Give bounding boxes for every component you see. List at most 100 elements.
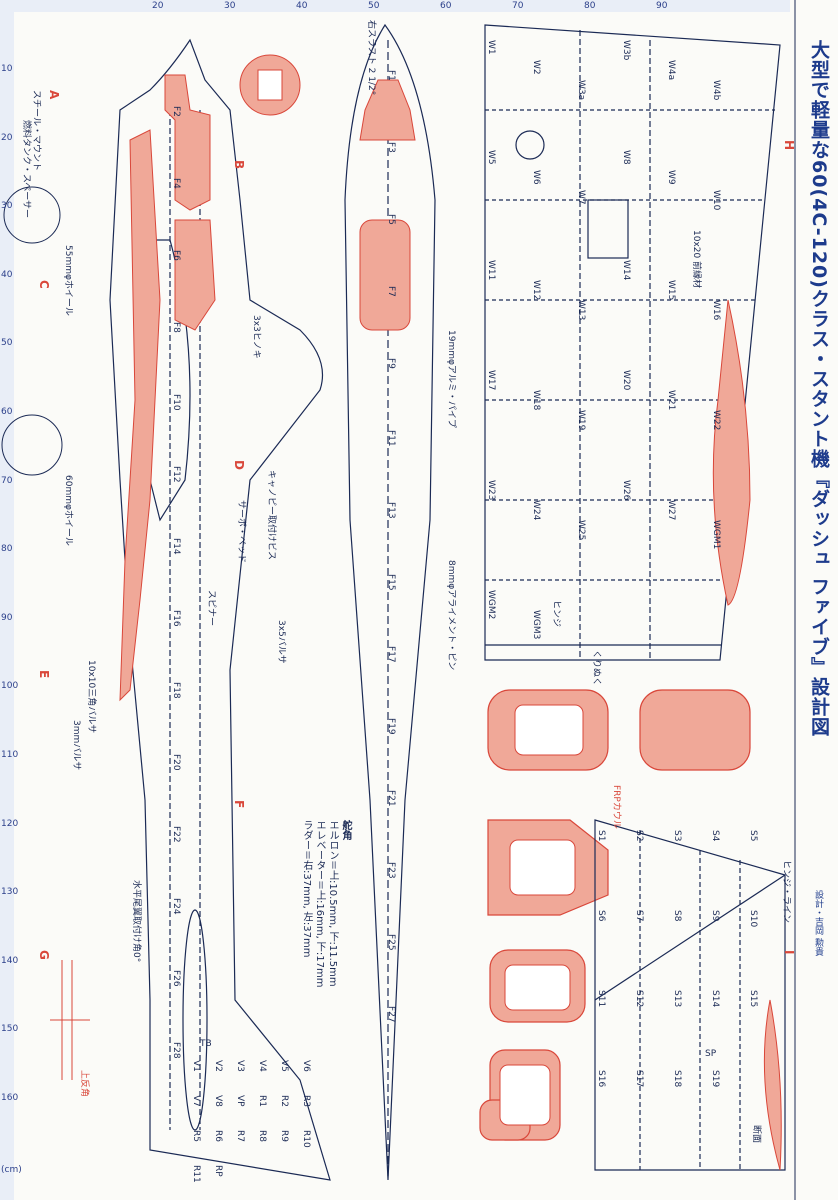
fuselage-top-view bbox=[344, 23, 436, 1181]
control-throw-note: 舵角 エルロン＝上:10.5mm, 下:11.5mm エレベーター＝上:16mm… bbox=[300, 820, 352, 988]
former-label: F19 bbox=[386, 718, 396, 735]
wheel-60-outline bbox=[1, 414, 63, 476]
label-hinge: ヒンジ bbox=[551, 600, 561, 628]
wing-rib-label: W22 bbox=[711, 410, 721, 431]
section-marker: F bbox=[232, 800, 246, 809]
wing-rib-label: W3b bbox=[621, 40, 631, 61]
former-label: F24 bbox=[171, 898, 181, 915]
former-label: F6 bbox=[171, 250, 181, 261]
wing-rib-label: W9 bbox=[666, 170, 676, 185]
former-label: F10 bbox=[171, 394, 181, 411]
tail-part-label: V2 bbox=[213, 1060, 223, 1072]
left-ruler-tick: 150 bbox=[1, 1024, 19, 1035]
label-ply: 3x3ヒノキ bbox=[251, 315, 261, 359]
section-marker: B bbox=[232, 160, 246, 170]
section-marker: C bbox=[37, 280, 51, 289]
wing-rib-label: W10 bbox=[711, 190, 721, 211]
wing-rib-label: W25 bbox=[576, 520, 586, 541]
top-ruler-tick: 20 bbox=[152, 1, 164, 11]
label-wing-spar: 10x20 前縁材 bbox=[691, 230, 701, 289]
tail-part-label: V8 bbox=[213, 1095, 223, 1107]
stab-rib-label: S14 bbox=[710, 990, 720, 1008]
wing-rib-label: W3a bbox=[576, 80, 586, 101]
top-ruler-tick: 60 bbox=[440, 1, 452, 11]
top-ruler-tick: 80 bbox=[584, 1, 596, 11]
wing-rib-label: W5 bbox=[486, 150, 496, 165]
left-ruler-tick: 20 bbox=[1, 132, 13, 143]
tail-part-label: R9 bbox=[279, 1130, 289, 1142]
wing-rib-label: W4a bbox=[666, 60, 676, 81]
wing-rib-label: W20 bbox=[621, 370, 631, 391]
left-ruler-tick: 50 bbox=[1, 338, 13, 349]
stab-rib-label: S16 bbox=[596, 1070, 606, 1088]
left-ruler-tick: 130 bbox=[1, 887, 19, 898]
label-fuel-tank: 燃料タンク・スペーサー bbox=[21, 120, 31, 219]
wing-rib-label: W1 bbox=[486, 40, 496, 55]
section-marker: D bbox=[232, 460, 246, 470]
left-ruler-tick: 30 bbox=[1, 201, 13, 212]
left-ruler-tick: 90 bbox=[1, 612, 13, 623]
label-sp: SP bbox=[705, 1049, 717, 1059]
former-label: F15 bbox=[386, 574, 396, 591]
former-label: F14 bbox=[171, 538, 181, 555]
label-dowel: 8mmφアライメント・ピン bbox=[446, 560, 456, 671]
stab-rib-label: S7 bbox=[634, 910, 644, 922]
label-section-view: 断面 bbox=[751, 1125, 761, 1144]
note-elevator: エレベーター＝上:16mm, 下:17mm bbox=[314, 820, 325, 988]
tail-part-label: V3 bbox=[235, 1060, 245, 1072]
former-label: F1 bbox=[386, 70, 396, 81]
label-spinner: スピナー bbox=[206, 590, 216, 627]
wing-rib-label: WGM1 bbox=[711, 520, 721, 550]
section-marker: A bbox=[47, 90, 61, 100]
wing-rib-label: W6 bbox=[531, 170, 541, 185]
tail-part-label: R8 bbox=[257, 1130, 267, 1142]
top-ruler-tick: 90 bbox=[656, 1, 668, 11]
section-marker: I bbox=[782, 950, 796, 955]
label-hinge-line: ヒンジ・ライン bbox=[781, 860, 791, 924]
label-servo: サーボ・ベッド bbox=[236, 500, 246, 564]
left-ruler-tick: 160 bbox=[1, 1093, 19, 1103]
label-ali-pipe: 19mmφアルミ・パイプ bbox=[446, 330, 456, 428]
stab-rib-label: S5 bbox=[748, 830, 758, 842]
wing-rib-section bbox=[712, 299, 751, 606]
former-label: F28 bbox=[171, 1042, 181, 1059]
stab-rib-label: S6 bbox=[596, 910, 606, 922]
tail-part-label: R10 bbox=[301, 1130, 311, 1148]
stab-rib-label: S19 bbox=[710, 1070, 720, 1088]
wing-rib-label: W12 bbox=[531, 280, 541, 301]
section-marker: H bbox=[782, 140, 796, 151]
tail-part-label: R11 bbox=[191, 1165, 201, 1183]
note-heading: 舵角 bbox=[340, 820, 351, 840]
label-tail-note: 水平尾翼取付け角0° bbox=[131, 880, 141, 963]
former-label: F27 bbox=[386, 1006, 396, 1023]
stab-rib-label: S13 bbox=[672, 990, 682, 1008]
drawing-title: 大型で軽量な60(4C-120)クラス・スタント機『ダッシュ ファイブ』設計図 bbox=[808, 40, 830, 737]
top-ruler-tick: 50 bbox=[368, 1, 380, 11]
left-ruler bbox=[0, 0, 14, 1200]
top-ruler bbox=[0, 0, 790, 12]
stab-rib-label: S12 bbox=[634, 990, 644, 1008]
stab-rib-label: S11 bbox=[596, 990, 606, 1008]
left-ruler-tick: 60 bbox=[1, 407, 13, 417]
wing-rib-label: W14 bbox=[621, 260, 631, 281]
label-thrust: 右スラスト 2 1/2° bbox=[366, 20, 376, 96]
wing-rib-label: W27 bbox=[666, 500, 676, 521]
tail-part-label: R3 bbox=[301, 1095, 311, 1107]
stab-rib-label: S10 bbox=[748, 910, 758, 928]
wing-rib-label: W13 bbox=[576, 300, 586, 321]
fuselage-side-red-parts bbox=[119, 74, 216, 702]
left-ruler-tick: 70 bbox=[1, 475, 13, 486]
stab-rib-label: S18 bbox=[672, 1070, 682, 1088]
wing-rib-label: W8 bbox=[621, 150, 631, 165]
stabilizer-plan bbox=[594, 819, 786, 1171]
tail-part-label: V6 bbox=[301, 1060, 311, 1072]
wing-rib-label: WGM3 bbox=[531, 610, 541, 640]
tail-part-label: RP bbox=[213, 1165, 223, 1177]
wing-panel bbox=[484, 24, 781, 661]
former-label: F3 bbox=[386, 142, 396, 153]
tail-wheel-detail bbox=[50, 960, 90, 1080]
former-label: F5 bbox=[386, 214, 396, 225]
left-ruler-tick: 40 bbox=[1, 269, 13, 280]
wing-rib-label: W26 bbox=[621, 480, 631, 501]
